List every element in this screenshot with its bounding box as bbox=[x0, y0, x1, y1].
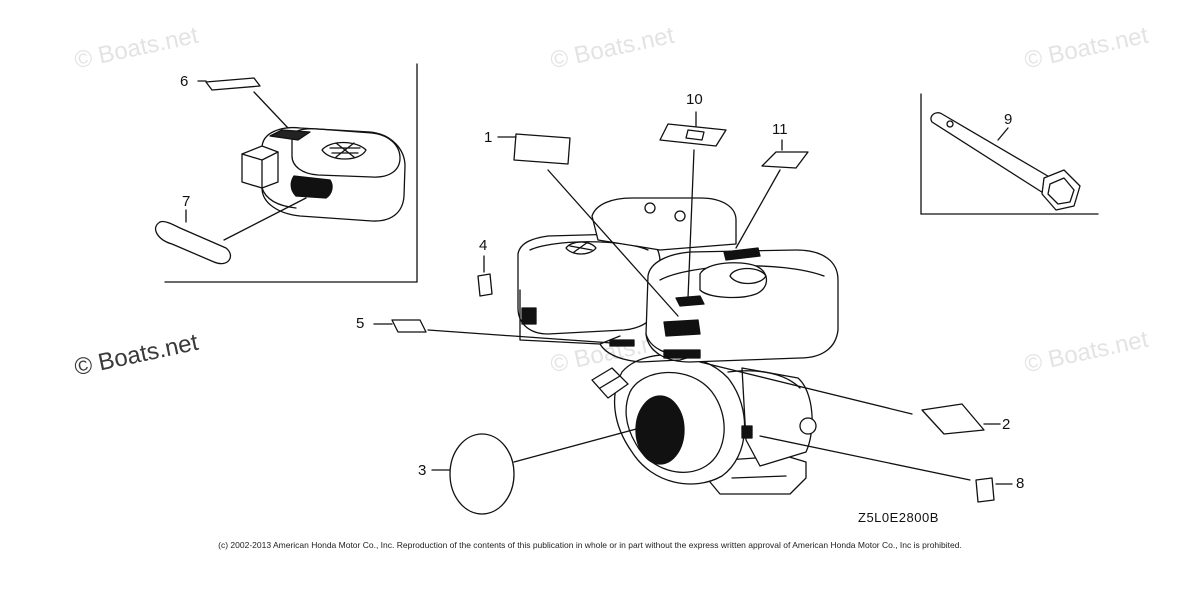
part-3-label bbox=[449, 433, 515, 515]
callout-8: 8 bbox=[1016, 475, 1025, 492]
part-4-label bbox=[477, 273, 493, 297]
callout-3: 3 bbox=[418, 462, 427, 479]
callout-10: 10 bbox=[686, 91, 703, 108]
inset-frame-tool bbox=[920, 93, 1099, 215]
callout-11: 11 bbox=[772, 121, 788, 138]
part-9-tool bbox=[930, 112, 1081, 211]
part-5-label bbox=[391, 319, 427, 333]
part-10-label bbox=[659, 123, 727, 147]
part-8-label bbox=[975, 477, 995, 503]
part-2-label bbox=[921, 403, 985, 435]
callout-5: 5 bbox=[356, 315, 365, 332]
part-1-label bbox=[513, 133, 571, 165]
callout-1: 1 bbox=[484, 129, 493, 146]
inset-frame-air-cleaner bbox=[164, 63, 418, 283]
part-7-label bbox=[155, 220, 231, 265]
callout-7: 7 bbox=[182, 193, 191, 210]
callout-9: 9 bbox=[1004, 111, 1013, 128]
callout-6: 6 bbox=[180, 73, 189, 90]
callout-4: 4 bbox=[479, 237, 488, 254]
part-11-label bbox=[761, 151, 809, 169]
diagram-code: Z5L0E2800B bbox=[858, 510, 939, 525]
engine-drawing bbox=[517, 197, 839, 495]
air-cleaner-drawing bbox=[241, 126, 406, 222]
copyright-notice: (c) 2002-2013 American Honda Motor Co., … bbox=[218, 540, 962, 550]
part-6-label bbox=[205, 77, 261, 91]
callout-2: 2 bbox=[1002, 416, 1011, 433]
